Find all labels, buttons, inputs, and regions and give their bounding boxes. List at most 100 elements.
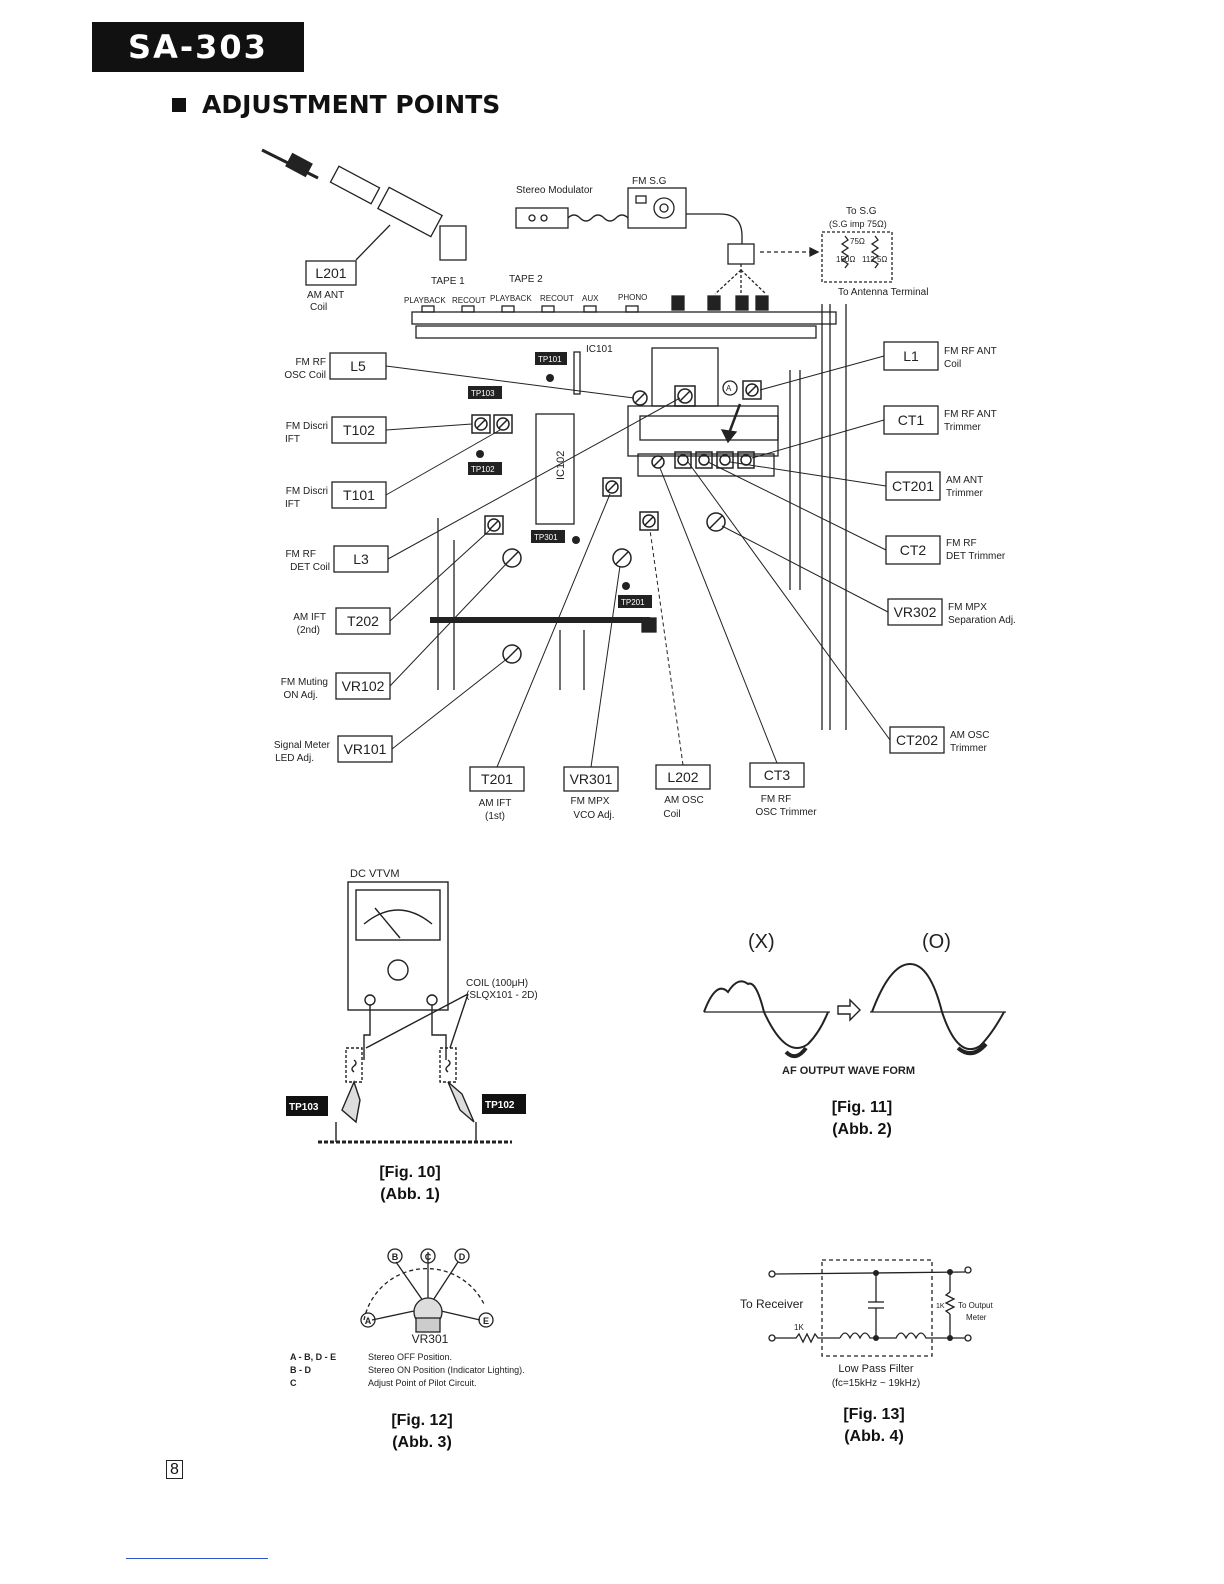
- t102-code: T102: [343, 422, 375, 438]
- t201-desc1: AM IFT: [479, 798, 512, 809]
- to-output-label: To Output: [958, 1301, 993, 1310]
- position-b: B: [392, 1252, 399, 1262]
- l1-desc1: FM RF ANT: [944, 346, 997, 357]
- l3-code: L3: [353, 551, 369, 567]
- bad-mark: (X): [748, 931, 775, 953]
- vr302-code: VR302: [894, 604, 937, 620]
- square-bullet-icon: [172, 97, 186, 112]
- ct201-code: CT201: [892, 478, 934, 494]
- fig11-caption-abb: (Abb. 2): [832, 1121, 892, 1138]
- low-pass-filter-label: Low Pass Filter: [838, 1363, 914, 1375]
- vr301-label: VR301: [412, 1332, 449, 1346]
- position-c: C: [425, 1252, 432, 1262]
- screwdriver-icon: [261, 148, 467, 261]
- ct1-desc2: Trimmer: [944, 422, 982, 433]
- vr302-desc2: Separation Adj.: [948, 615, 1016, 626]
- dc-vtvm-label: DC VTVM: [350, 868, 400, 880]
- fig10-caption: [Fig. 10]: [379, 1164, 441, 1181]
- l1-code: L1: [903, 348, 919, 364]
- position-d: D: [459, 1252, 466, 1262]
- l3-desc2: DET Coil: [290, 562, 330, 573]
- tp102-tag: TP102: [471, 465, 495, 474]
- tape1-label: TAPE 1: [431, 276, 465, 287]
- vr101-desc1: Signal Meter: [274, 740, 331, 751]
- r1k-vertical-label: 1K: [936, 1303, 945, 1310]
- playback1-label: PLAYBACK: [404, 296, 446, 305]
- vr301-desc1: FM MPX: [571, 796, 610, 807]
- fm-sg-generator-icon: [627, 187, 687, 229]
- vr101-desc2: LED Adj.: [275, 753, 314, 764]
- l202-desc1: AM OSC: [664, 795, 703, 806]
- l201-code: L201: [315, 265, 346, 281]
- fig12-vr301-diagram: A B C D E VR301 A - B, D - E Stereo OFF …: [290, 1248, 525, 1388]
- fig13-low-pass-filter-diagram: To Receiver 1K 1K To Output Meter Low Pa…: [740, 1259, 993, 1389]
- r150-label: 150Ω: [836, 255, 855, 264]
- t201-desc2: (1st): [485, 811, 505, 822]
- legend-text-3: Adjust Point of Pilot Circuit.: [368, 1378, 477, 1388]
- ic102-label: IC102: [555, 451, 567, 480]
- ct2-code: CT2: [900, 542, 927, 558]
- ct1-desc1: FM RF ANT: [944, 409, 997, 420]
- legend-key-2: B - D: [290, 1365, 311, 1375]
- l3-desc1: FM RF: [285, 549, 316, 560]
- ct201-desc2: Trimmer: [946, 488, 984, 499]
- aux-label: AUX: [582, 294, 599, 303]
- position-a: A: [365, 1316, 372, 1326]
- stereo-modulator-label: Stereo Modulator: [516, 185, 593, 196]
- r75-label: 75Ω: [850, 237, 865, 246]
- vr102-code: VR102: [342, 678, 385, 694]
- ct3-desc2: OSC Trimmer: [755, 807, 817, 818]
- t202-desc1: AM IFT: [293, 612, 326, 623]
- fig13-caption-block: [Fig. 13] (Abb. 4): [804, 1404, 944, 1448]
- tp102-tag: TP102: [485, 1100, 515, 1111]
- model-badge: SA-303: [92, 22, 304, 72]
- ic102-chip-icon: [535, 413, 575, 525]
- legend-text-1: Stereo OFF Position.: [368, 1352, 452, 1362]
- to-receiver-label: To Receiver: [740, 1297, 803, 1311]
- vr102-desc1: FM Muting: [281, 677, 328, 688]
- fig13-caption: [Fig. 13]: [843, 1406, 905, 1423]
- recout2-label: RECOUT: [540, 294, 574, 303]
- footer-divider: [126, 1558, 268, 1559]
- t101-code: T101: [343, 487, 375, 503]
- fig11-waveform-diagram: (X) (O) AF OUTPUT WAVE FORM: [703, 931, 1006, 1077]
- ct1-code: CT1: [898, 412, 925, 428]
- section-heading: ADJUSTMENT POINTS: [172, 90, 500, 119]
- meter-label: Meter: [966, 1313, 987, 1322]
- vr301-desc2: VCO Adj.: [573, 810, 614, 821]
- ct3-desc1: FM RF: [761, 794, 792, 805]
- af-output-label: AF OUTPUT WAVE FORM: [782, 1065, 915, 1077]
- tp103-tag: TP103: [289, 1102, 319, 1113]
- recout1-label: RECOUT: [452, 296, 486, 305]
- ct202-desc2: Trimmer: [950, 743, 988, 754]
- fig10-caption-abb: (Abb. 1): [380, 1186, 440, 1203]
- l201-desc1: AM ANT: [307, 290, 344, 301]
- a-mark-label: A: [726, 384, 732, 393]
- adjustment-points-diagram: Stereo Modulator FM S.G To S.G (S.G imp …: [261, 148, 1016, 822]
- ct2-desc2: DET Trimmer: [946, 551, 1006, 562]
- fig12-caption-abb: (Abb. 3): [392, 1434, 452, 1451]
- t101-desc2: IFT: [285, 499, 300, 510]
- page-number: 8: [166, 1460, 183, 1479]
- fig10-caption-block: [Fig. 10] (Abb. 1): [340, 1162, 480, 1206]
- l1-desc2: Coil: [944, 359, 961, 370]
- tp301-tag: TP301: [534, 533, 558, 542]
- coil-part-label: (SLQX101 - 2D): [466, 990, 538, 1001]
- fig13-caption-abb: (Abb. 4): [844, 1428, 904, 1445]
- ct3-code: CT3: [764, 767, 791, 783]
- coil-label: COIL (100μH): [466, 978, 528, 989]
- l5-code: L5: [350, 358, 366, 374]
- fig11-caption: [Fig. 11]: [831, 1099, 893, 1116]
- r1k-label: 1K: [794, 1323, 804, 1332]
- fc-label: (fc=15kHz ~ 19kHz): [832, 1378, 920, 1389]
- stereo-modulator-icon: [515, 207, 569, 229]
- good-mark: (O): [922, 931, 951, 953]
- phono-label: PHONO: [618, 293, 647, 302]
- ct202-desc1: AM OSC: [950, 730, 989, 741]
- tp201-tag: TP201: [621, 598, 645, 607]
- l202-desc2: Coil: [663, 809, 680, 820]
- to-sg-label: To S.G: [846, 206, 877, 217]
- ct2-desc1: FM RF: [946, 538, 977, 549]
- fig12-caption: [Fig. 12]: [391, 1412, 453, 1429]
- l202-code: L202: [667, 769, 698, 785]
